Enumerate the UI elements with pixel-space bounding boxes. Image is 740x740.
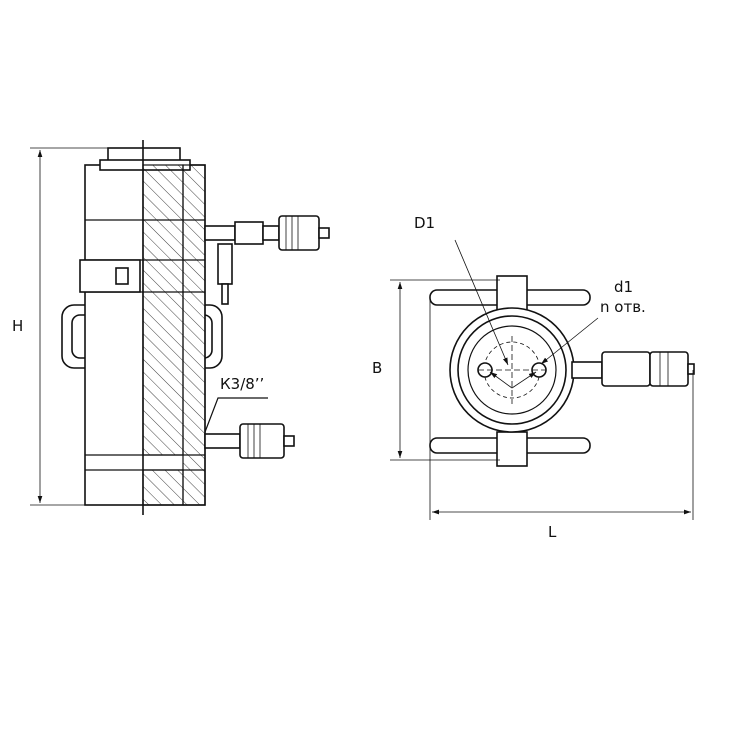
clamp-bolt xyxy=(115,267,129,285)
length-label: L xyxy=(548,523,557,541)
section-base xyxy=(142,469,184,506)
hole-count-label: n отв. xyxy=(600,298,646,316)
upper-coupler xyxy=(204,215,330,305)
bolt-circle-label: D1 xyxy=(414,214,435,232)
side-coupler xyxy=(571,351,695,387)
top-view: D1 d1 n отв. B L xyxy=(372,214,695,541)
hole-diameter-label: d1 xyxy=(614,278,633,296)
upper-bracket xyxy=(496,275,528,313)
height-label: H xyxy=(12,317,23,335)
port-leader xyxy=(204,397,268,433)
lower-bracket xyxy=(496,431,528,467)
port-thread-label: К3/8’’ xyxy=(220,375,264,393)
width-label: B xyxy=(372,359,382,377)
section-piston xyxy=(142,164,184,456)
lower-coupler xyxy=(204,423,295,459)
side-view: К3/8’’ H xyxy=(12,140,330,515)
section-wall xyxy=(182,164,206,506)
clamp-band xyxy=(79,259,141,293)
